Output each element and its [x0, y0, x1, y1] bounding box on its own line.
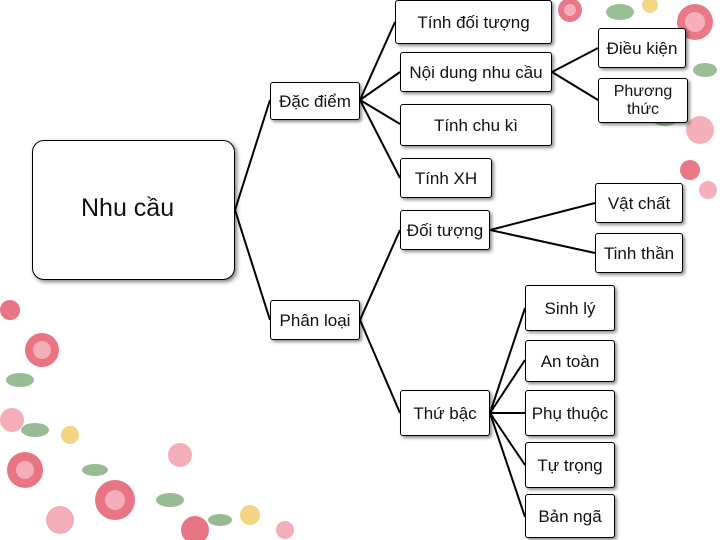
- node-label: Đặc điểm: [279, 91, 351, 111]
- node-dieu-kien: Điều kiện: [598, 28, 686, 68]
- line-root-phanloai: [234, 209, 271, 321]
- line-dacdiem-tinhchuki: [359, 99, 401, 125]
- node-label: Phân loại: [279, 310, 351, 330]
- line-thubac-banga: [489, 412, 526, 518]
- node-doi-tuong: Đối tượng: [400, 210, 490, 250]
- node-tinh-xh: Tính XH: [400, 158, 492, 198]
- node-label: Tinh thần: [603, 243, 675, 263]
- node-thu-bac: Thứ bậc: [400, 390, 490, 436]
- line-thubac-sinhly: [489, 307, 526, 414]
- line-phanloai-thubac: [359, 319, 401, 414]
- node-dac-diem: Đặc điểm: [270, 82, 360, 120]
- rose-cluster-bottom-left: [0, 300, 294, 540]
- node-label: Đối tượng: [406, 220, 484, 240]
- node-label: Tính XH: [414, 168, 478, 188]
- node-phuong-thuc: Phương thức: [598, 78, 688, 123]
- node-tinh-chu-ki: Tính chu kì: [400, 104, 552, 146]
- node-tinh-than: Tinh thần: [595, 233, 683, 273]
- line-root-dacdiem: [234, 99, 271, 211]
- line-dacdiem-tinhxh: [359, 99, 401, 179]
- line-thubac-tutrong: [489, 412, 526, 466]
- node-an-toan: An toàn: [525, 340, 615, 382]
- root-node-nhu-cau: Nhu cầu: [32, 140, 235, 280]
- node-phan-loai: Phân loại: [270, 300, 360, 340]
- root-label: Nhu cầu: [81, 194, 175, 222]
- node-sinh-ly: Sinh lý: [525, 285, 615, 331]
- node-label: An toàn: [540, 351, 600, 371]
- node-label: Phương thức: [613, 82, 673, 118]
- node-tinh-doi-tuong: Tính đối tượng: [395, 0, 552, 44]
- line-doituong-tinhthan: [489, 229, 596, 254]
- node-label: Phụ thuộc: [531, 403, 609, 423]
- node-phu-thuoc: Phụ thuộc: [525, 390, 615, 436]
- node-label: Tính chu kì: [433, 115, 519, 135]
- node-label: Vật chất: [607, 193, 671, 213]
- line-thubac-antoan: [489, 359, 526, 414]
- node-tu-trong: Tự trọng: [525, 442, 615, 488]
- node-ban-nga: Bản ngã: [525, 494, 615, 538]
- line-dacdiem-tinhdoituong: [359, 21, 396, 101]
- rose-cluster-top-right: [558, 0, 717, 199]
- node-label: Tự trọng: [537, 455, 603, 475]
- node-vat-chat: Vật chất: [595, 183, 683, 223]
- node-noi-dung-nhu-cau: Nội dung nhu cầu: [400, 52, 552, 92]
- node-label: Bản ngã: [538, 506, 602, 526]
- line-dacdiem-noidung: [359, 71, 401, 101]
- node-label: Tính đối tượng: [417, 12, 530, 32]
- line-phanloai-doituong: [359, 229, 401, 321]
- node-label: Nội dung nhu cầu: [409, 62, 543, 82]
- line-noidung-phuongthuc: [551, 71, 599, 101]
- node-label: Điều kiện: [606, 38, 678, 58]
- node-label: Thứ bậc: [413, 403, 477, 423]
- line-noidung-dieukien: [551, 47, 599, 73]
- node-label: Sinh lý: [544, 298, 596, 318]
- line-doituong-vatchat: [489, 202, 596, 231]
